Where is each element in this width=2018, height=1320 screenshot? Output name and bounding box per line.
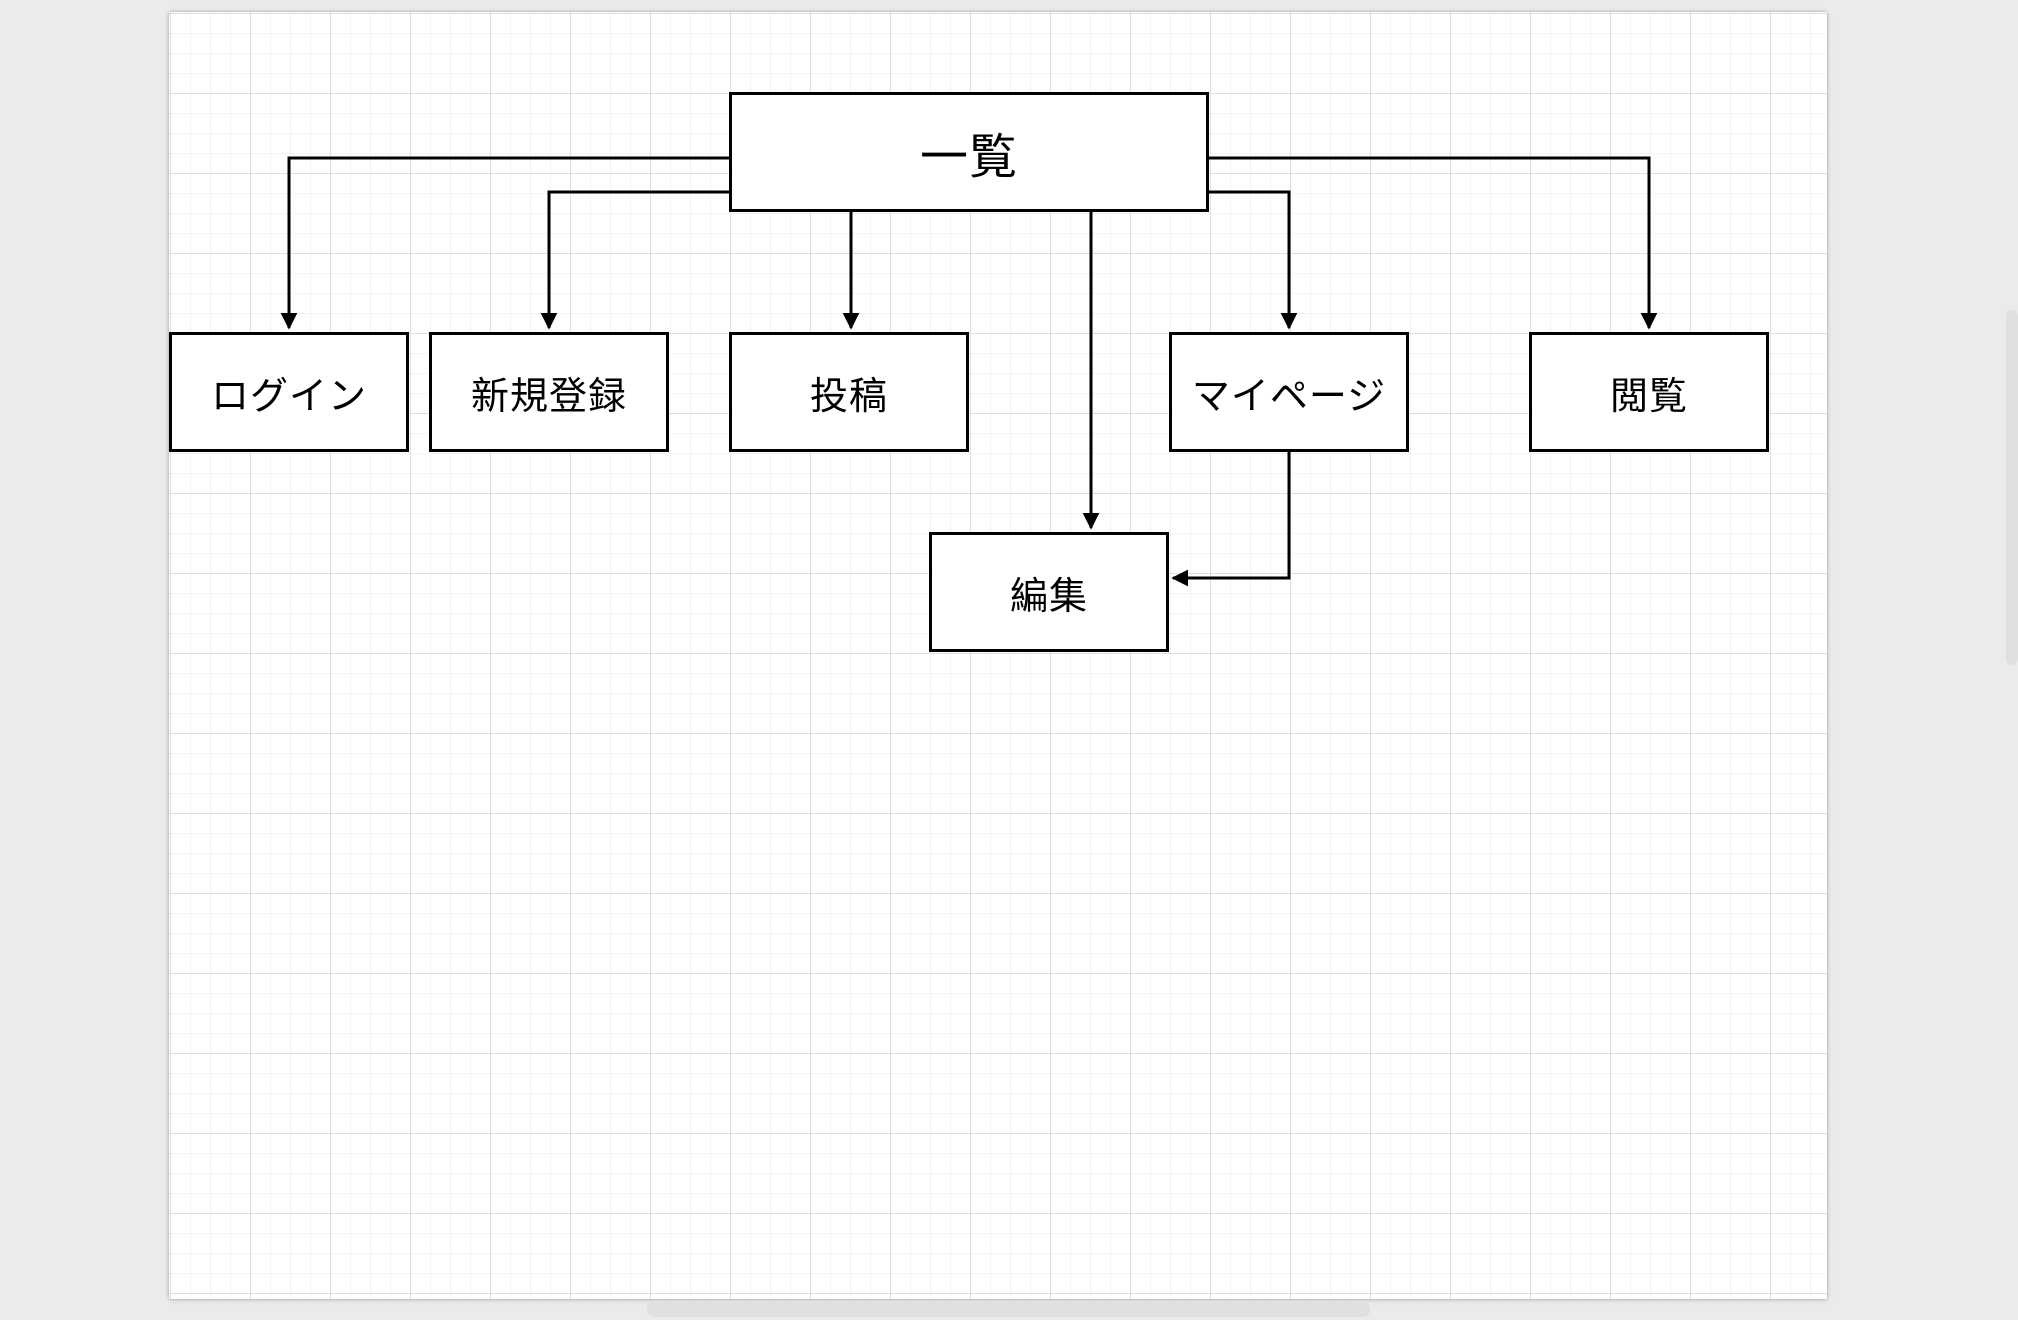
- node-etsuran-label: 閲覧: [1609, 375, 1688, 418]
- edge-mypage-henshuu[interactable]: [1171, 452, 1291, 587]
- node-login-label: ログイン: [210, 375, 367, 418]
- node-ichiran-label: 一覧: [919, 131, 1018, 184]
- edge-ichiran-etsuran[interactable]: [1209, 156, 1658, 330]
- edge-ichiran-mypage[interactable]: [1209, 190, 1298, 330]
- vertical-scrollbar-thumb[interactable]: [2006, 310, 2018, 665]
- edge-ichiran-login[interactable]: [280, 156, 729, 330]
- node-mypage[interactable]: マイページ: [1169, 332, 1409, 452]
- node-henshuu-label: 編集: [1009, 575, 1088, 618]
- node-mypage-label: マイページ: [1191, 375, 1387, 418]
- node-etsuran[interactable]: 閲覧: [1529, 332, 1769, 452]
- edge-ichiran-shinki[interactable]: [540, 190, 729, 330]
- node-ichiran[interactable]: 一覧: [729, 92, 1209, 212]
- horizontal-scrollbar-thumb[interactable]: [647, 1302, 1370, 1317]
- edges-layer: [280, 156, 1658, 587]
- node-shinki-touroku[interactable]: 新規登録: [429, 332, 669, 452]
- node-henshuu[interactable]: 編集: [929, 532, 1169, 652]
- node-login[interactable]: ログイン: [169, 332, 409, 452]
- node-toukou-label: 投稿: [809, 375, 888, 418]
- node-shinki-touroku-label: 新規登録: [470, 375, 627, 418]
- node-toukou[interactable]: 投稿: [729, 332, 969, 452]
- drawio-page-canvas[interactable]: 一覧 ログイン 新規登録 投稿 マイページ 閲覧 編集: [169, 12, 1827, 1299]
